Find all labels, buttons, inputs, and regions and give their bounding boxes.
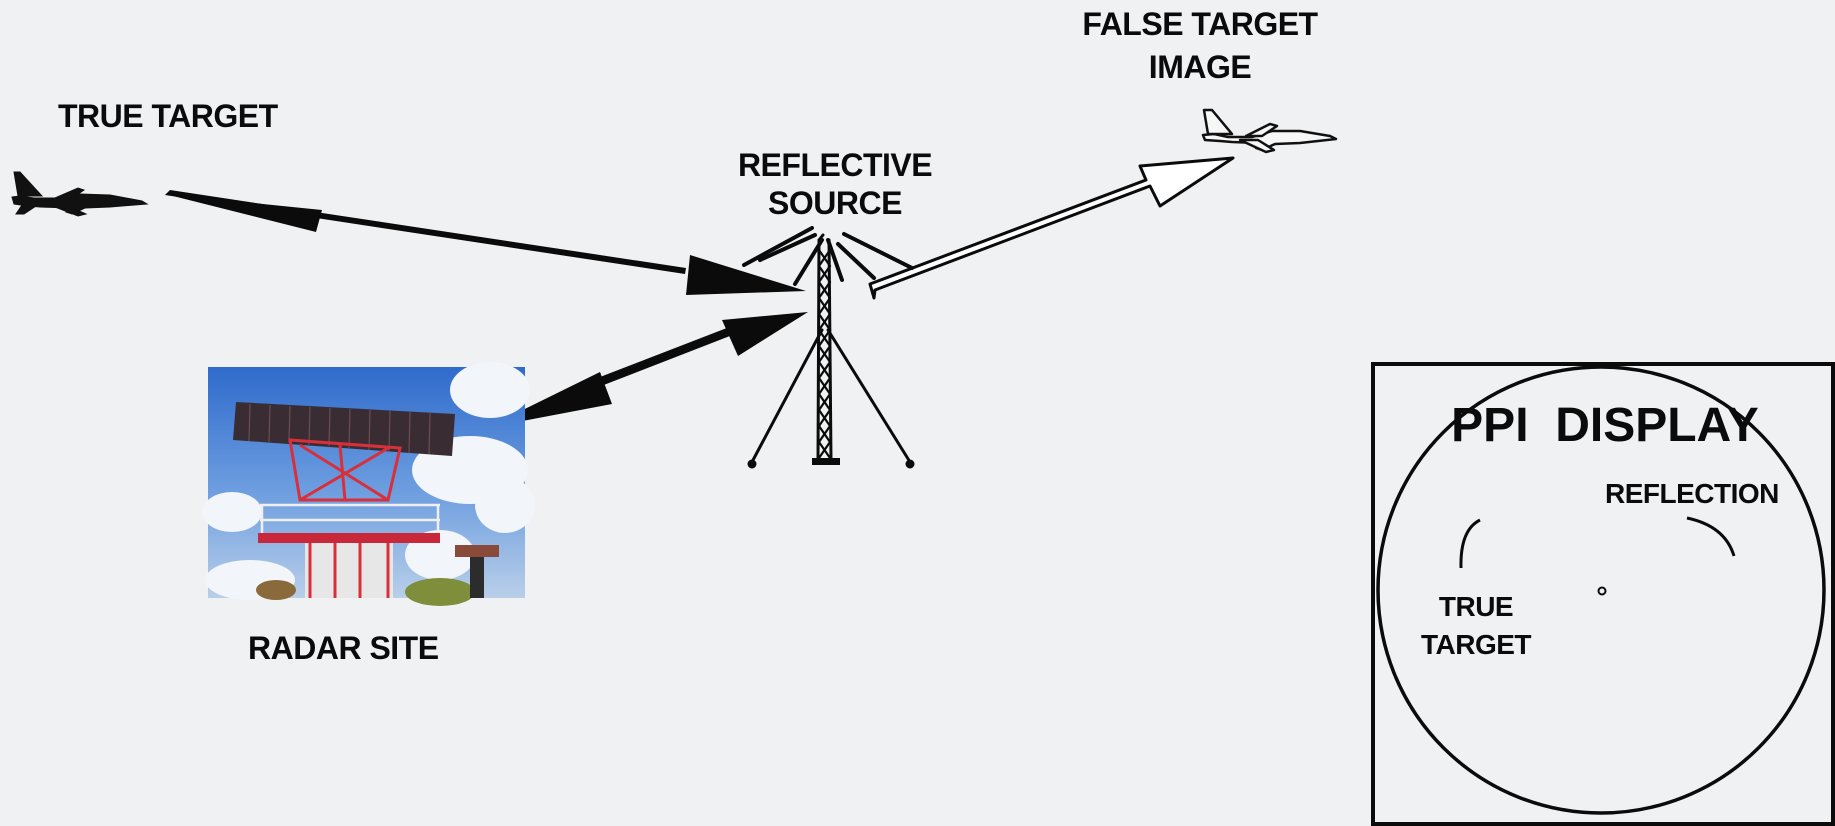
reflective-source-label-line2: SOURCE: [768, 185, 902, 222]
ppi-title-text: PPI DISPLAY: [1451, 399, 1759, 452]
false-target-label: FALSE TARGET IMAGE: [1040, 3, 1360, 89]
ppi-reflection-label: REFLECTION: [1605, 476, 1779, 511]
radar-site-photo: [202, 362, 535, 606]
ppi-true-echo-arc: [1459, 518, 1481, 569]
reflective-source-label: REFLECTIVE SOURCE: [690, 146, 980, 223]
false-target-jet-icon: [1201, 108, 1338, 154]
ppi-reflection-echo-arc: [1686, 516, 1736, 557]
true-target-jet-icon: [11, 171, 149, 217]
ppi-title: PPI DISPLAY: [1395, 276, 1815, 576]
ppi-true-target-label-line2: TARGET: [1420, 628, 1532, 660]
false-image-arrow: [868, 156, 1235, 300]
true-target-label: TRUE TARGET: [58, 96, 278, 136]
ppi-reflection-label-text: REFLECTION: [1605, 478, 1779, 509]
ppi-center-dot: [1597, 586, 1607, 596]
true-target-echo-arrow: [165, 190, 806, 295]
radar-site-label: RADAR SITE: [248, 628, 439, 668]
true-target-label-text: TRUE TARGET: [58, 98, 278, 134]
reflective-source-label-line1: REFLECTIVE: [737, 147, 933, 183]
ppi-frame: [1371, 362, 1835, 826]
reflective-tower-icon: [742, 226, 915, 469]
ppi-scope-circle: [1376, 365, 1826, 815]
ppi-display: [1371, 362, 1835, 826]
ppi-true-target-label: TRUE TARGET: [1416, 588, 1536, 664]
false-target-label-line2: IMAGE: [1148, 49, 1252, 86]
radar-site-label-text: RADAR SITE: [248, 630, 439, 666]
ppi-true-target-label-line1: TRUE: [1438, 591, 1514, 622]
false-target-label-line1: FALSE TARGET: [1082, 6, 1318, 42]
radar-reflector-arrow: [486, 312, 808, 428]
